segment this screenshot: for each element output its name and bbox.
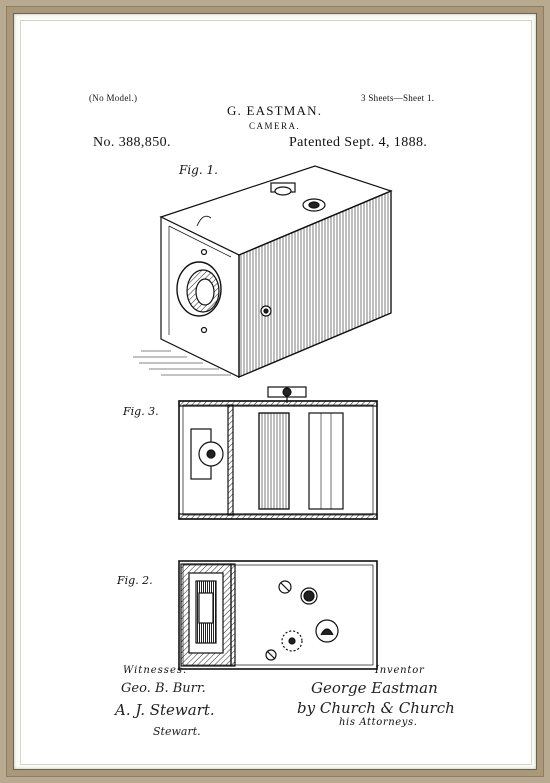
inventor-label: Inventor [375,665,425,676]
patent-sheet: (No Model.) 3 Sheets—Sheet 1. G. EASTMAN… [20,20,532,765]
patent-drawings [133,165,393,670]
fig2-section-drawing [178,560,378,670]
model-note: (No Model.) [89,93,138,103]
patent-date: Patented Sept. 4, 1888. [289,135,428,150]
patent-number: No. 388,850. [93,135,171,150]
patent-subject: CAMERA. [249,121,301,131]
fig3-label: Fig. 3. [123,405,159,418]
fig1-label: Fig. 1. [179,163,218,177]
inventor-name: G. EASTMAN. [227,103,323,118]
witnesses-label: Witnesses. [123,665,188,676]
picture-frame: (No Model.) 3 Sheets—Sheet 1. G. EASTMAN… [6,6,544,777]
witness-signature-3: Stewart. [153,725,201,738]
witness-signature-2: A. J. Stewart. [115,701,215,719]
fig1-camera-drawing [133,165,393,378]
sheet-count: 3 Sheets—Sheet 1. [361,93,435,103]
fig3-section-drawing [178,386,378,520]
fig2-label: Fig. 2. [117,574,153,587]
frame-mat: (No Model.) 3 Sheets—Sheet 1. G. EASTMAN… [14,14,536,769]
inventor-signature: George Eastman [311,679,438,697]
attorneys-signature: by Church & Church [297,699,455,717]
witness-signature-1: Geo. B. Burr. [121,681,206,696]
attorneys-label: his Attorneys. [339,717,418,728]
